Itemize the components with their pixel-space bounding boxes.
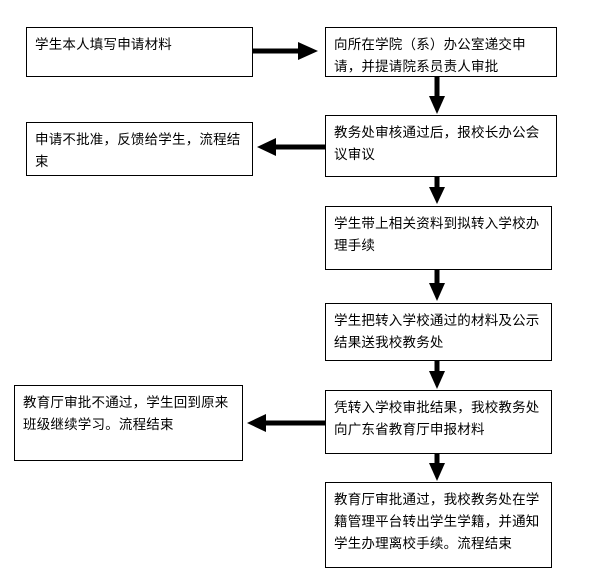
arrow-n8-n9 <box>429 454 445 481</box>
arrow-n4-n3 <box>257 138 325 156</box>
node-academic-affairs-review: 教务处审核通过后，报校长办公会议审议 <box>325 115 557 177</box>
node-submit-to-department: 向所在学院（系）办公室递交申请，并提请院系员责人审批 <box>325 27 557 77</box>
node-report-to-education-bureau: 凭转入学校审批结果，我校教务处向广东省教育厅申报材料 <box>325 390 552 454</box>
arrow-n6-n8 <box>429 361 445 389</box>
arrow-n5-n6 <box>429 270 445 301</box>
node-fill-application: 学生本人填写申请材料 <box>26 27 253 77</box>
node-submit-materials: 学生把转入学校通过的材料及公示结果送我校教务处 <box>325 303 552 361</box>
node-transfer-school-procedures: 学生带上相关资料到拟转入学校办理手续 <box>325 206 552 270</box>
node-rejected-end: 申请不批准，反馈给学生，流程结束 <box>26 122 253 176</box>
arrow-n1-n2 <box>253 42 318 60</box>
arrow-n4-n5 <box>429 177 445 204</box>
node-approved-transfer-out-end: 教育厅审批通过，我校教务处在学籍管理平台转出学生学籍，并通知学生办理离校手续。流… <box>325 482 552 568</box>
node-bureau-rejected-end: 教育厅审批不通过，学生回到原来班级继续学习。流程结束 <box>14 385 243 461</box>
arrow-n8-n7 <box>247 414 325 432</box>
arrow-n2-n4 <box>429 77 445 114</box>
